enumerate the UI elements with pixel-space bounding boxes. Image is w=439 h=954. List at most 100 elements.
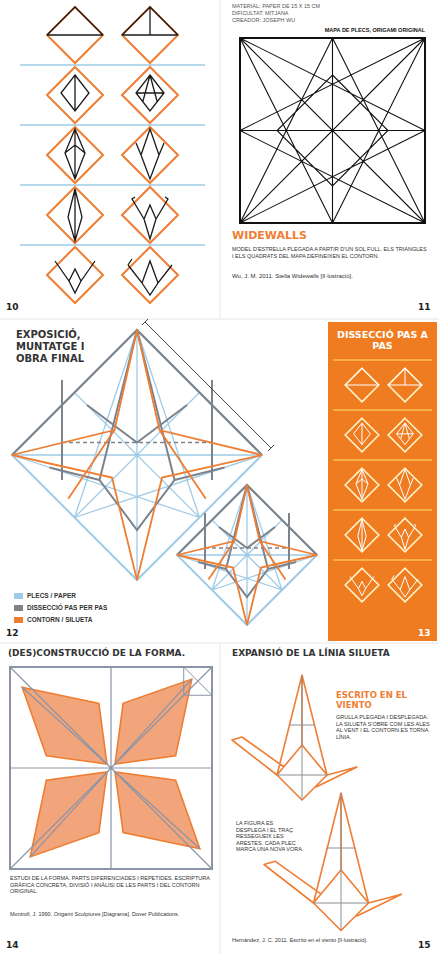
page-title: EXPANSIÓ DE LA LÍNIA SILUETA	[232, 648, 432, 659]
step-folds	[136, 75, 164, 111]
page-number: 10	[6, 302, 28, 313]
fold-step	[388, 368, 422, 402]
page-title: EXPOSICIÓ, MUNTATGE I OBRA FINAL	[16, 329, 111, 365]
step-folds	[65, 129, 85, 179]
step-folds	[392, 575, 418, 597]
step-outline	[388, 568, 422, 602]
small-assembly	[177, 485, 317, 625]
panel-title: DISSECCIÓ PAS A PAS	[333, 329, 432, 352]
gutter-line	[220, 0, 221, 318]
step-outline	[122, 247, 178, 303]
step-folds	[397, 469, 414, 499]
corner-detail	[184, 667, 212, 695]
legend-swatch	[14, 593, 23, 599]
crane-drawing	[264, 793, 402, 931]
step-outline	[388, 518, 422, 552]
step-folds	[388, 368, 422, 385]
form-analysis	[10, 667, 212, 869]
step-outline	[122, 127, 178, 183]
step-folds	[397, 423, 414, 445]
step-divider	[20, 65, 205, 245]
fold-step	[47, 247, 103, 303]
fold-step	[388, 418, 422, 452]
fold-step	[345, 418, 379, 452]
step-folds	[350, 577, 374, 596]
step-folds	[122, 7, 178, 35]
legend-entry: PLECS / PAPER	[14, 592, 76, 599]
fold-step	[388, 568, 422, 602]
step-folds	[354, 423, 371, 445]
layered-star	[177, 485, 317, 625]
step-folds	[55, 261, 95, 293]
reference: Hernández, J. C. 2011. Escrito en el vie…	[232, 937, 417, 944]
fold-step	[47, 7, 103, 63]
fold-step	[47, 187, 103, 243]
body-text: GRULLA PLEGADA I DESPLEGADA. LA SILUETA …	[336, 714, 434, 740]
legend-entry: CONTORN / SILUETA	[14, 616, 92, 623]
fold-step	[388, 518, 422, 552]
fold-step	[388, 468, 422, 502]
body-text: ESTUDI DE LA FORMA. PARTS DIFERENCIADES …	[10, 875, 212, 895]
step-outline	[388, 368, 422, 402]
spread-line	[0, 319, 439, 320]
step-outline	[47, 127, 103, 183]
page-number: 11	[418, 302, 436, 313]
spec-line: MATERIAL: PAPER DE 15 X 15 CM	[232, 3, 412, 10]
step-folds	[47, 7, 103, 35]
legend-text: DISSECCIÓ PAS PER PAS	[27, 604, 107, 611]
step-folds	[132, 197, 168, 239]
reference: Wu, J. M. 2011. Stella Widewalls [Il·lus…	[232, 273, 427, 280]
fold-step	[122, 247, 178, 303]
crease-pattern	[240, 38, 425, 223]
fold-step	[122, 67, 178, 123]
step-outline	[47, 7, 103, 63]
fold-step	[345, 368, 379, 402]
legend-text: PLECS / PAPER	[27, 592, 76, 599]
fold-step	[122, 127, 178, 183]
legend-text: CONTORN / SILUETA	[27, 616, 92, 623]
fold-step	[122, 187, 178, 243]
page-number: 15	[418, 940, 436, 951]
fold-step	[345, 518, 379, 552]
dissection-panel-art	[328, 322, 437, 641]
assembly-drawing	[12, 319, 317, 625]
fold-step	[345, 568, 379, 602]
step-outline	[388, 418, 422, 452]
step-folds	[345, 368, 379, 385]
section-heading: WIDEWALLS	[232, 229, 392, 242]
spec-line: DIFICULTAT: MITJANA	[232, 10, 412, 17]
fold-step	[47, 67, 103, 123]
paper-square	[10, 667, 212, 869]
step-folds	[394, 524, 416, 549]
step-folds	[136, 129, 164, 179]
analysis-lines	[10, 667, 212, 869]
page-number: 12	[6, 628, 28, 639]
step-outline	[47, 187, 103, 243]
step-outline	[345, 468, 379, 502]
step-divider	[333, 360, 432, 560]
step-folds	[68, 189, 82, 241]
silhouette-expansion	[232, 675, 402, 931]
step-outline	[47, 67, 103, 123]
legend-entry: DISSECCIÓ PAS PER PAS	[14, 604, 107, 611]
section-heading: ESCRITO EN EL VIENTO	[336, 690, 434, 710]
fold-step	[122, 7, 178, 63]
legend-swatch	[14, 605, 23, 611]
page-title: (DES)CONSTRUCCIÓ DE LA FORMA.	[8, 648, 213, 659]
step-outline	[388, 468, 422, 502]
step-outline	[345, 518, 379, 552]
page-number: 13	[418, 628, 436, 639]
legend-swatch	[14, 617, 23, 623]
fold-sequence	[20, 7, 205, 303]
step-folds	[356, 469, 368, 499]
page-number: 14	[6, 940, 28, 951]
crane-outline	[264, 793, 402, 931]
step-outline	[122, 67, 178, 123]
reference: Montroll, J. 1990. Origami Sculptures [D…	[10, 911, 212, 918]
